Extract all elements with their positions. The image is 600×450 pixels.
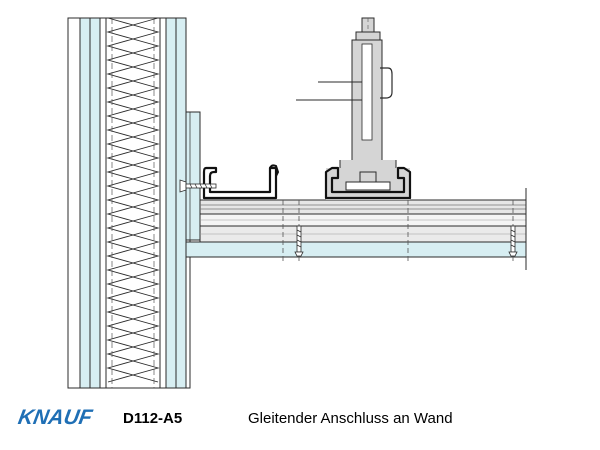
insulation-zigzag-mirror — [106, 17, 160, 383]
drawing-title: Gleitender Anschluss an Wand — [248, 410, 453, 427]
wall-slide-strip — [185, 239, 191, 389]
u-profile — [202, 164, 280, 200]
hanger-spring-clip — [380, 67, 393, 99]
c-profile-inner — [345, 181, 391, 191]
suspended-ceiling — [185, 188, 527, 270]
u-profile-lip — [269, 164, 280, 177]
ceiling-gypsum-board — [185, 241, 527, 258]
hanger-assembly — [296, 17, 397, 173]
c-profile-nut — [359, 171, 377, 183]
wall-connection-angle — [185, 111, 201, 389]
wall-board-right-1 — [165, 17, 177, 389]
c-profile — [324, 166, 412, 200]
hanger-slot — [361, 43, 373, 141]
insulation-core — [105, 17, 161, 389]
drawing-code: D112-A5 — [123, 410, 182, 427]
screw-icon — [508, 225, 518, 257]
wall-board-right-2 — [175, 17, 187, 389]
ceiling-support-beam — [199, 199, 527, 215]
insulation-zigzag — [106, 17, 160, 383]
caption-bar: KNAUF D112-A5 Gleitender Anschluss an Wa… — [16, 402, 453, 429]
wall-stud-flange-right — [159, 17, 167, 389]
partition-wall — [67, 17, 187, 389]
ceiling-screws — [294, 225, 518, 257]
wall-board-left-1 — [79, 17, 91, 389]
u-profile-outline — [202, 166, 278, 200]
screw-icon — [179, 179, 217, 193]
wall-board-left-outer — [67, 17, 81, 389]
screw-icon — [294, 225, 304, 257]
knauf-logo-text: KNAUF — [16, 406, 95, 429]
wall-board-left-2 — [89, 17, 101, 389]
knauf-logo: KNAUF — [16, 402, 95, 429]
c-profile-outline — [324, 166, 412, 200]
knauf-logo-backing — [16, 402, 82, 428]
wall-angle-vertical — [185, 111, 201, 241]
wall-stud-flange-left — [99, 17, 107, 389]
